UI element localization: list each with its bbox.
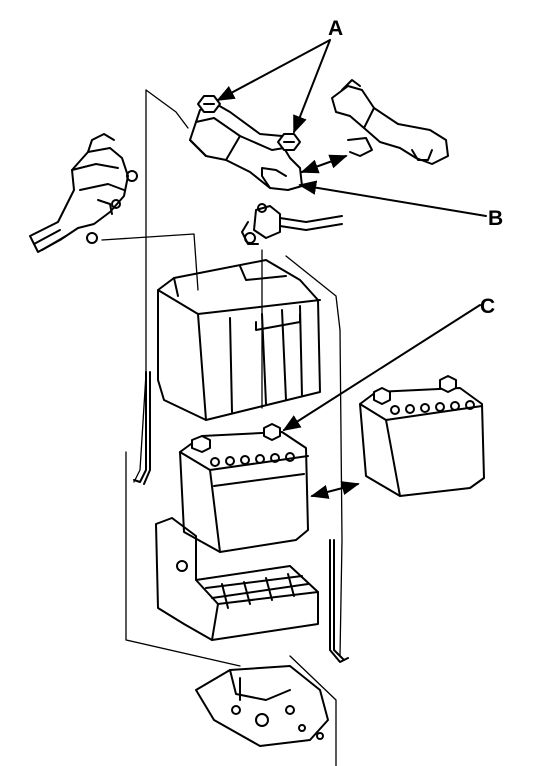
cable-harness	[29, 133, 138, 253]
hold-down-rod-right	[329, 539, 349, 663]
leader-b	[298, 180, 487, 217]
mounting-bracket	[195, 665, 329, 747]
nut-a-left	[197, 95, 221, 113]
leader-a-left	[216, 39, 331, 101]
swap-arrow-battery	[310, 481, 360, 499]
callout-label-b: B	[488, 207, 504, 230]
hold-down-bracket	[189, 103, 303, 191]
battery-alt	[359, 375, 485, 497]
callout-label-c: C	[480, 295, 496, 318]
battery-terminal-clamp-icon	[253, 205, 281, 239]
hold-down-bracket-alt	[331, 79, 449, 165]
leader-a-right	[293, 39, 331, 134]
hold-down-rod-left	[133, 371, 151, 485]
battery-tray	[155, 517, 319, 641]
callout-leaders	[216, 39, 487, 431]
leader-c	[282, 304, 481, 431]
battery-main	[179, 423, 309, 553]
terminal-clamp-b	[241, 203, 343, 245]
battery-box	[157, 259, 321, 421]
swap-arrow-top	[300, 154, 348, 174]
assembly-guide-lines	[101, 89, 343, 766]
callout-label-a: A	[328, 17, 344, 40]
nut-a-right	[277, 133, 301, 151]
